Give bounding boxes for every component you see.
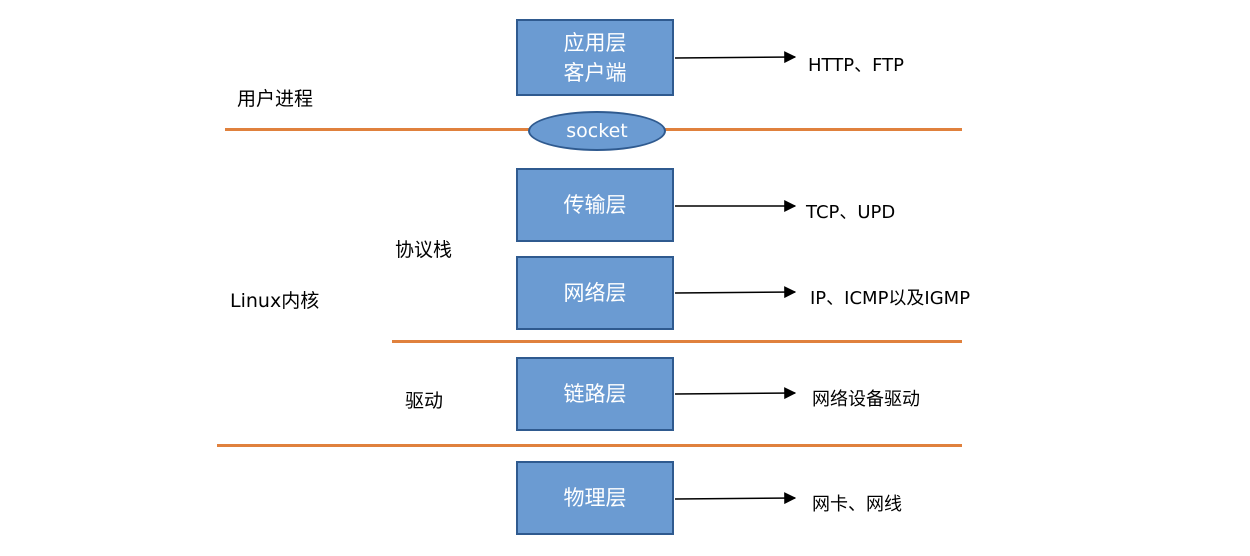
physical-arrow	[674, 492, 797, 505]
link-layer-box: 链路层	[516, 357, 674, 431]
physical-layer-box: 物理层	[516, 461, 674, 535]
linux-kernel-label: Linux内核	[230, 290, 320, 312]
driver-label: 驱动	[405, 390, 444, 412]
socket-ellipse: socket	[528, 111, 666, 151]
network-arrow	[674, 286, 797, 299]
kernel-hardware-separator	[217, 444, 962, 447]
network-layer-box: 网络层	[516, 256, 674, 330]
stack-driver-separator	[392, 340, 962, 343]
link-arrow	[674, 387, 797, 400]
link-layer-label: 链路层	[563, 382, 627, 406]
transport-layer-label: 传输层	[563, 193, 627, 217]
transport-layer-box: 传输层	[516, 168, 674, 242]
link-description: 网络设备驱动	[812, 389, 920, 410]
application-arrow	[674, 51, 797, 64]
application-protocols: HTTP、FTP	[808, 55, 904, 76]
client-label: 客户端	[563, 60, 627, 85]
network-layer-label: 网络层	[563, 281, 627, 305]
transport-protocols: TCP、UPD	[806, 202, 896, 223]
physical-description: 网卡、网线	[812, 494, 902, 515]
physical-layer-label: 物理层	[563, 486, 627, 510]
user-process-label: 用户进程	[237, 88, 314, 110]
socket-label: socket	[566, 120, 628, 142]
network-protocols: IP、ICMP以及IGMP	[810, 288, 971, 309]
protocol-stack-label: 协议栈	[395, 239, 453, 261]
application-layer-label: 应用层	[563, 30, 627, 55]
application-layer-box: 应用层 客户端	[516, 19, 674, 96]
